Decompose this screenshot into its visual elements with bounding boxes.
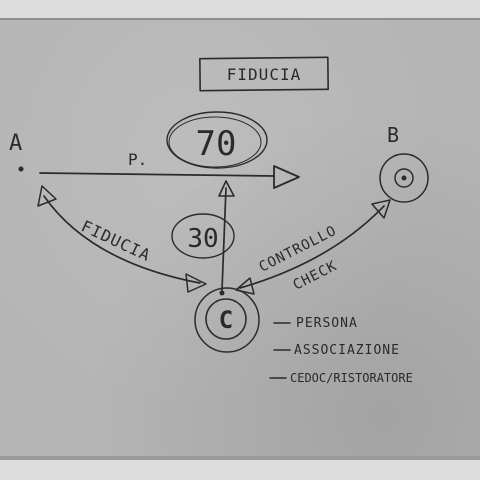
c-type-item: PERSONA: [296, 316, 358, 331]
edge-a-c: FIDUCIA: [37, 185, 207, 293]
node-b-label: B: [387, 123, 399, 147]
value-middle-circled: 30: [171, 213, 235, 259]
title-box: FIDUCIA: [199, 56, 329, 92]
diagram-title: FIDUCIA: [227, 65, 301, 84]
node-a: A: [9, 131, 24, 172]
edge-c-to-ab-arrowhead: [218, 180, 235, 197]
edge-a-to-b: P.: [39, 150, 300, 189]
node-b-outer-circle: [379, 153, 429, 203]
paper-bottom-edge: [0, 456, 480, 460]
node-c-label: C: [219, 306, 233, 334]
c-type-item: CEDOC/RISTORATORE: [290, 371, 413, 385]
node-c-dot: [219, 290, 225, 296]
node-c: C: [194, 287, 260, 353]
node-a-dot: [18, 166, 24, 172]
node-b-dot: [401, 175, 407, 181]
c-type-list: PERSONA ASSOCIAZIONE CEDOC/RISTORATORE: [269, 316, 413, 385]
edge-a-to-b-arrowhead: [273, 165, 300, 189]
value-middle: 30: [187, 224, 218, 254]
node-b: B: [379, 123, 429, 203]
edge-a-to-b-label: P.: [128, 150, 147, 169]
edge-c-b-label-2: CHECK: [291, 258, 340, 294]
c-type-item: ASSOCIAZIONE: [294, 343, 400, 358]
node-c-outer-circle: [194, 287, 260, 353]
paper-sheet: [0, 20, 480, 460]
value-top-circled: 70: [166, 111, 268, 169]
edge-a-c-arrowhead-c: [185, 273, 207, 293]
node-a-label: A: [9, 131, 22, 156]
value-top: 70: [196, 124, 237, 164]
edge-c-to-ab: [218, 180, 235, 291]
edge-c-b: CONTROLLO CHECK: [235, 199, 391, 295]
edge-c-b-arrowhead-b: [371, 199, 391, 219]
node-c-inner-circle: [205, 298, 247, 340]
node-b-inner-circle: [394, 168, 414, 188]
edge-c-b-arrowhead-c: [235, 277, 255, 295]
edge-a-c-arrowhead-a: [37, 185, 57, 207]
